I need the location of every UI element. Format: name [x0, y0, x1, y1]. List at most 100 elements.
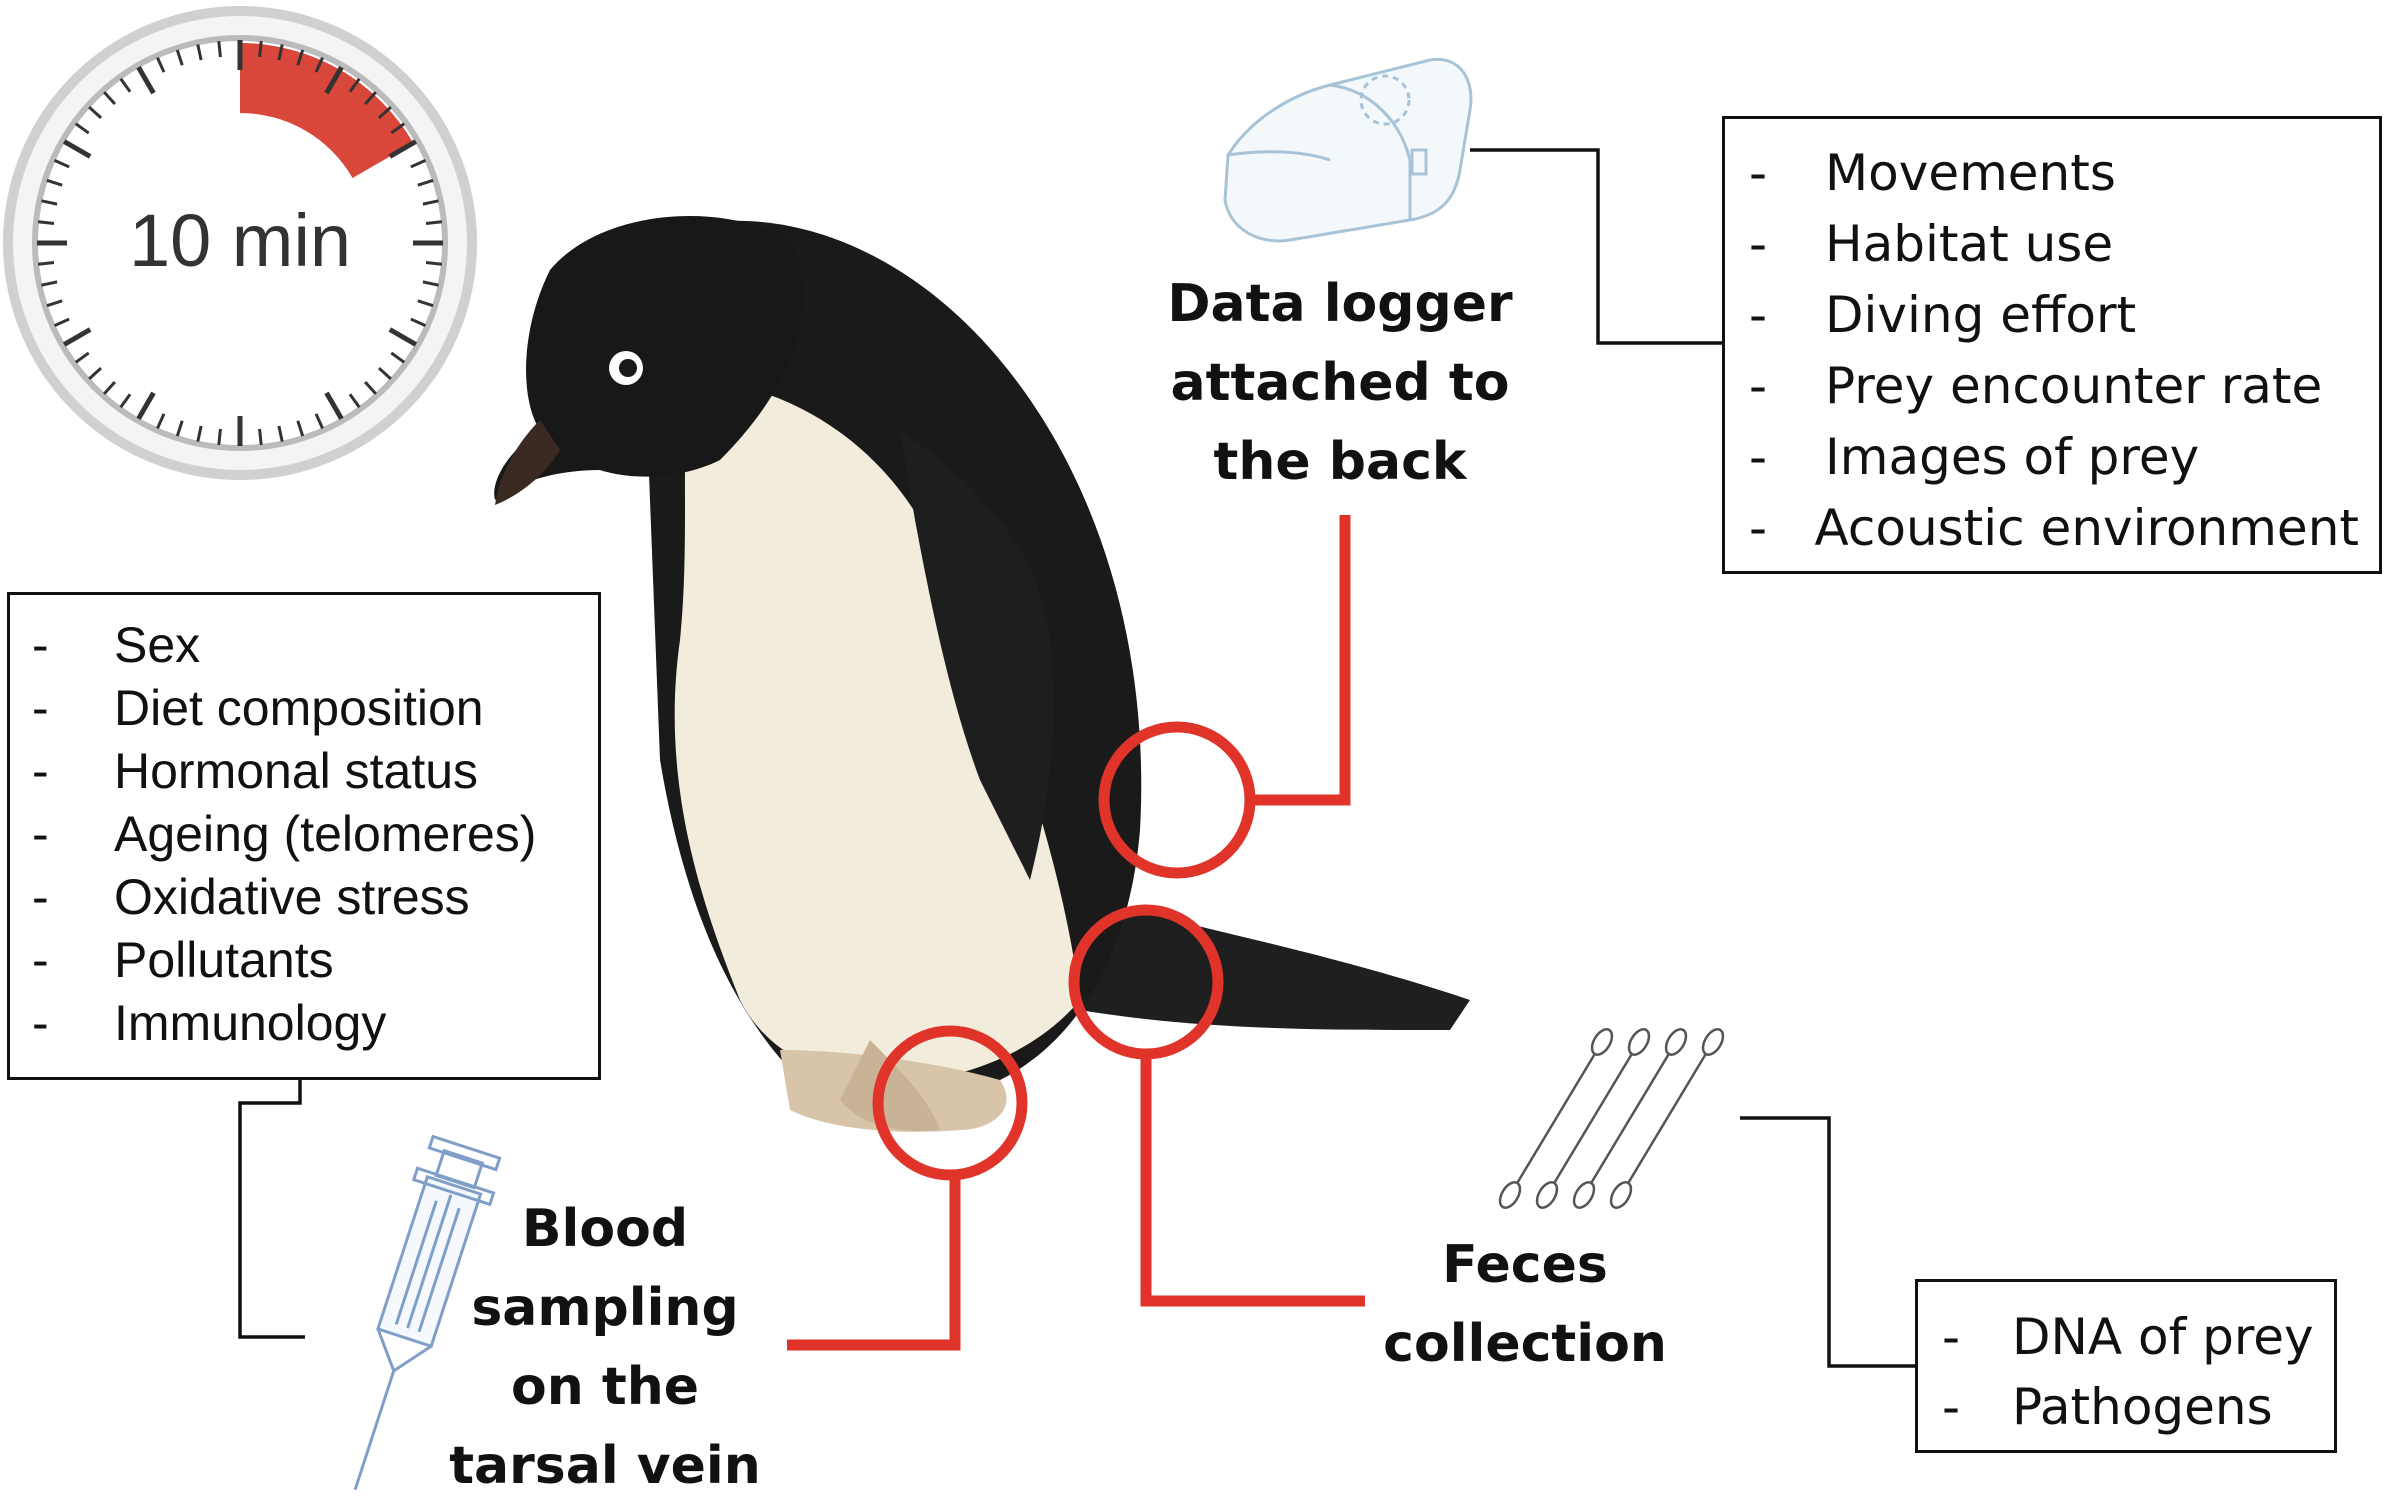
timer-tick [277, 425, 284, 442]
timer-tick [377, 106, 392, 119]
timer-tick [277, 44, 284, 61]
list-item-text: Oxidative stress [114, 868, 470, 925]
timer-tick [217, 428, 222, 446]
stopwatch-icon [3, 6, 477, 480]
list-item: -Hormonal status [32, 739, 578, 802]
bullet-dash: - [32, 994, 49, 1051]
timer-tick [175, 49, 184, 66]
list-item-text: Movements [1825, 143, 2116, 202]
bullet-dash: - [1749, 285, 1768, 344]
bullet-dash: - [1749, 498, 1768, 557]
list-item: -Images of prey [1749, 421, 2359, 492]
label-line: on the [511, 1357, 699, 1417]
timer-tick [422, 199, 439, 206]
bullet-dash: - [32, 679, 49, 736]
timer-tick [348, 393, 361, 409]
timer-tick [62, 327, 92, 347]
timer-tick [62, 139, 92, 159]
timer-tick [156, 56, 166, 73]
data-logger-icon [1223, 57, 1473, 243]
list-item-text: Images of prey [1825, 427, 2200, 486]
timer-tick [196, 425, 203, 442]
list-item: -Pathogens [1942, 1372, 2314, 1442]
list-item: -DNA of prey [1942, 1302, 2314, 1372]
list-item: - Diet composition [32, 676, 578, 739]
swab-tip [1498, 1181, 1522, 1209]
timer-tick [74, 122, 90, 135]
timer-tick [410, 159, 427, 169]
timer-tick [103, 91, 116, 106]
timer-tick [364, 380, 377, 395]
list-item-text: Habitat use [1825, 214, 2114, 273]
timer-tick [136, 65, 156, 95]
syringe-icon [353, 1134, 502, 1491]
list-item-text: Sex [114, 616, 201, 673]
connector-blood [238, 1080, 305, 1339]
label-line: Blood [521, 1199, 689, 1259]
bullet-dash: - [1942, 1378, 1961, 1436]
timer-tick [296, 49, 305, 66]
timer-ticks [37, 40, 443, 446]
list-item: -Pollutants [32, 928, 578, 991]
timer-tick [37, 261, 55, 266]
label-line: attached to [1170, 353, 1510, 413]
list-item-text: Diving effort [1825, 285, 2137, 344]
swab-tip [1572, 1181, 1596, 1209]
timer-tick [422, 280, 439, 287]
swab-tip [1590, 1028, 1614, 1056]
label-line: sampling [471, 1278, 739, 1338]
list-item-text: Diet composition [114, 679, 484, 736]
list-item-text: Hormonal status [114, 742, 479, 799]
timer-tick [410, 317, 427, 327]
leader-feces [1140, 1054, 1365, 1307]
list-item-text: Ageing (telomeres) [114, 805, 537, 862]
swab-stick [1619, 1041, 1715, 1196]
timer-tick [37, 220, 55, 225]
bullet-dash: - [1749, 356, 1768, 415]
timer-tick [296, 420, 305, 437]
timer-tick [324, 391, 344, 421]
timer-tick [196, 44, 203, 61]
timer-elapsed-sector [240, 43, 414, 178]
bullet-dash: - [32, 868, 49, 925]
swab-tip [1664, 1028, 1688, 1056]
timer-tick [324, 65, 344, 95]
label-line: Feces [1442, 1235, 1608, 1295]
timer-tick [175, 420, 184, 437]
label-line: the back [1213, 432, 1467, 492]
list-item: -Diving effort [1749, 279, 2359, 350]
leader-blood [787, 1175, 961, 1351]
swab-stick [1545, 1041, 1641, 1196]
timer-tick [88, 106, 103, 119]
timer-tick [314, 413, 324, 430]
penguin-illustration [494, 216, 1470, 1132]
data-logger-measures-box: -Movements -Habitat use -Diving effort -… [1722, 116, 2382, 574]
timer-tick [74, 351, 90, 364]
timer-tick [388, 139, 418, 159]
timer-tick [314, 56, 324, 73]
timer-tick [258, 40, 263, 58]
bullet-dash: - [1942, 1308, 1961, 1366]
timer-tick [119, 77, 132, 93]
swab-tip [1627, 1028, 1651, 1056]
timer-label: 10 min [128, 199, 352, 282]
list-item: -Movements [1749, 137, 2359, 208]
timer-tick [417, 299, 434, 308]
timer-tick [390, 351, 406, 364]
list-item: -Prey encounter rate [1749, 350, 2359, 421]
list-item-text: Immunology [114, 994, 387, 1051]
list-item-text: Pathogens [2012, 1378, 2273, 1436]
timer-tick [377, 367, 392, 380]
timer-tick [136, 391, 156, 421]
list-item-text: Prey encounter rate [1825, 356, 2323, 415]
timer-tick [53, 317, 70, 327]
list-item: -Sex [32, 613, 578, 676]
swab-tip [1535, 1181, 1559, 1209]
feces-collection-label: Feces collection [1360, 1226, 1690, 1384]
list-item: -Acoustic environment [1749, 492, 2359, 563]
connector-logger [1470, 148, 1722, 345]
bullet-dash: - [1749, 143, 1768, 202]
connector-feces [1740, 1116, 1915, 1368]
list-item-text: Acoustic environment [1814, 498, 2359, 557]
